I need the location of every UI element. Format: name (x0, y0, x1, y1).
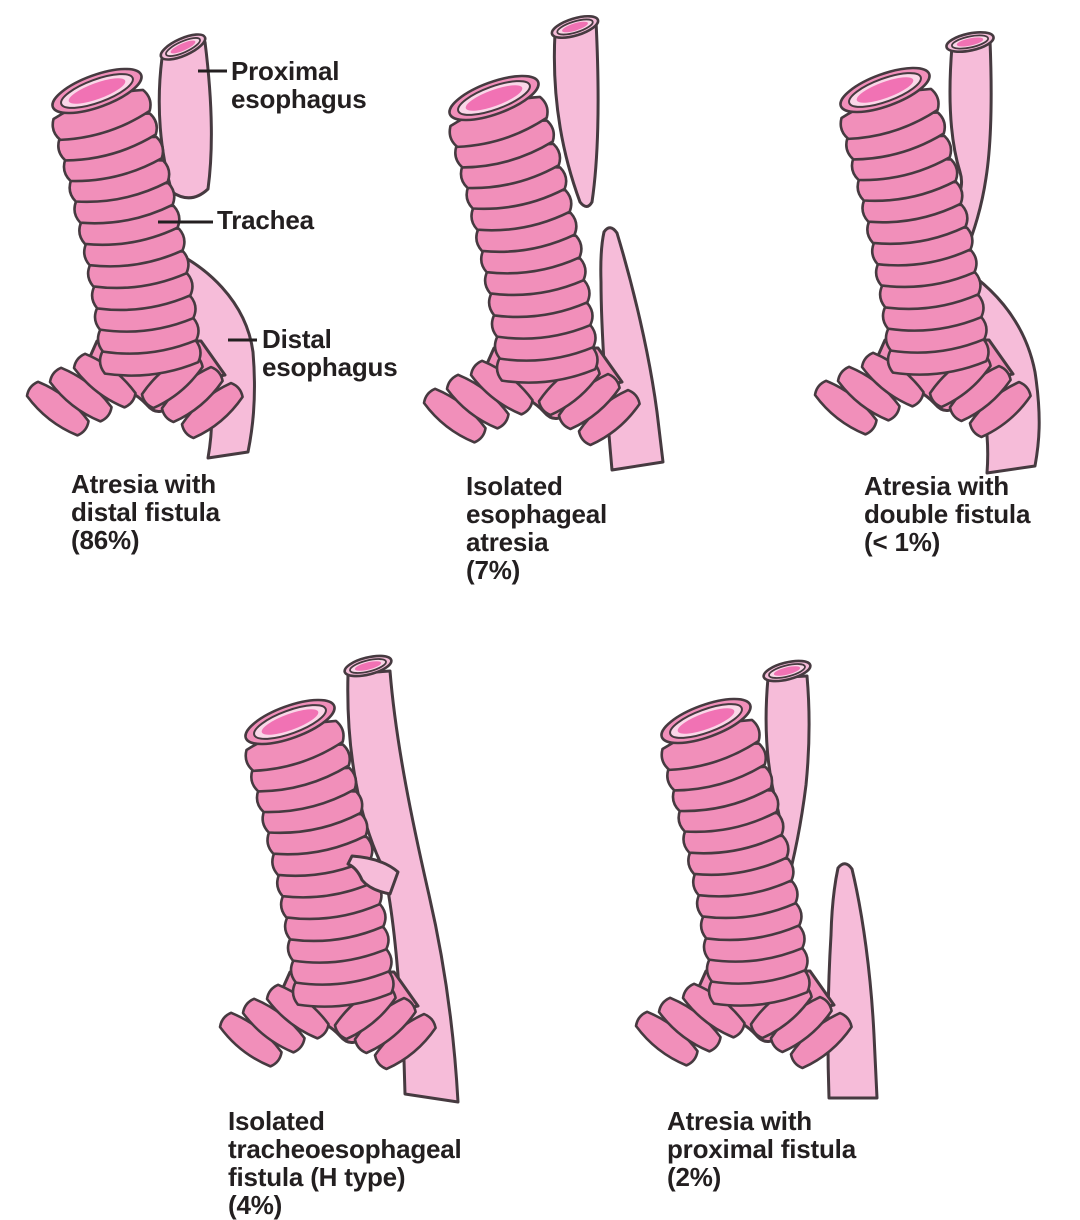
caption-line: (2%) (667, 1162, 722, 1192)
figure-isolated-esophageal-atresia (419, 10, 665, 472)
proximal-esophagus-label: Proximal esophagus (231, 56, 367, 114)
caption-line: esophageal (466, 499, 608, 529)
caption-isolated-esophageal-atresia: Isolated esophageal atresia (7%) (466, 472, 607, 584)
caption-atresia-distal-fistula: Atresia with distal fistula (86%) (71, 470, 220, 554)
figure-atresia-proximal-fistula (631, 655, 879, 1100)
distal-esophagus-pouch-illustration (826, 862, 879, 1100)
figure-atresia-double-fistula (810, 27, 1041, 475)
caption-line: Isolated (228, 1106, 325, 1136)
caption-atresia-double-fistula: Atresia with double fistula (< 1%) (864, 472, 1030, 556)
caption-line: (86%) (71, 525, 140, 555)
caption-line: Atresia with (667, 1106, 812, 1136)
caption-line: Isolated (466, 471, 563, 501)
caption-line: Atresia with (864, 471, 1009, 501)
caption-line: tracheoesophageal (228, 1134, 462, 1164)
distal-esophagus-label: Distal esophagus (262, 324, 398, 382)
caption-line: double fistula (864, 499, 1031, 529)
proximal-esophagus-illustration (552, 19, 600, 208)
figure-h-type-fistula (215, 650, 460, 1104)
trachea-label: Trachea (217, 205, 314, 235)
caption-line: atresia (466, 527, 549, 557)
caption-line: (4%) (228, 1190, 283, 1220)
trachea-illustration (631, 690, 856, 1073)
proximal-esophagus-illustration (157, 40, 213, 200)
caption-line: fistula (H type) (228, 1162, 406, 1192)
leader-lines (158, 69, 257, 342)
caption-line: distal fistula (71, 497, 220, 527)
trachea-illustration (22, 60, 247, 443)
caption-line: (< 1%) (864, 527, 941, 557)
caption-line: (7%) (466, 555, 521, 585)
figure-atresia-distal-fistula (22, 28, 256, 460)
trachea-illustration (810, 59, 1035, 442)
fistula-illustration (346, 854, 400, 896)
caption-line: Atresia with (71, 469, 216, 499)
caption-atresia-proximal-fistula: Atresia with proximal fistula (2%) (667, 1107, 856, 1191)
caption-line: proximal fistula (667, 1134, 856, 1164)
caption-h-type-fistula: Isolated tracheoesophageal fistula (H ty… (228, 1107, 462, 1219)
